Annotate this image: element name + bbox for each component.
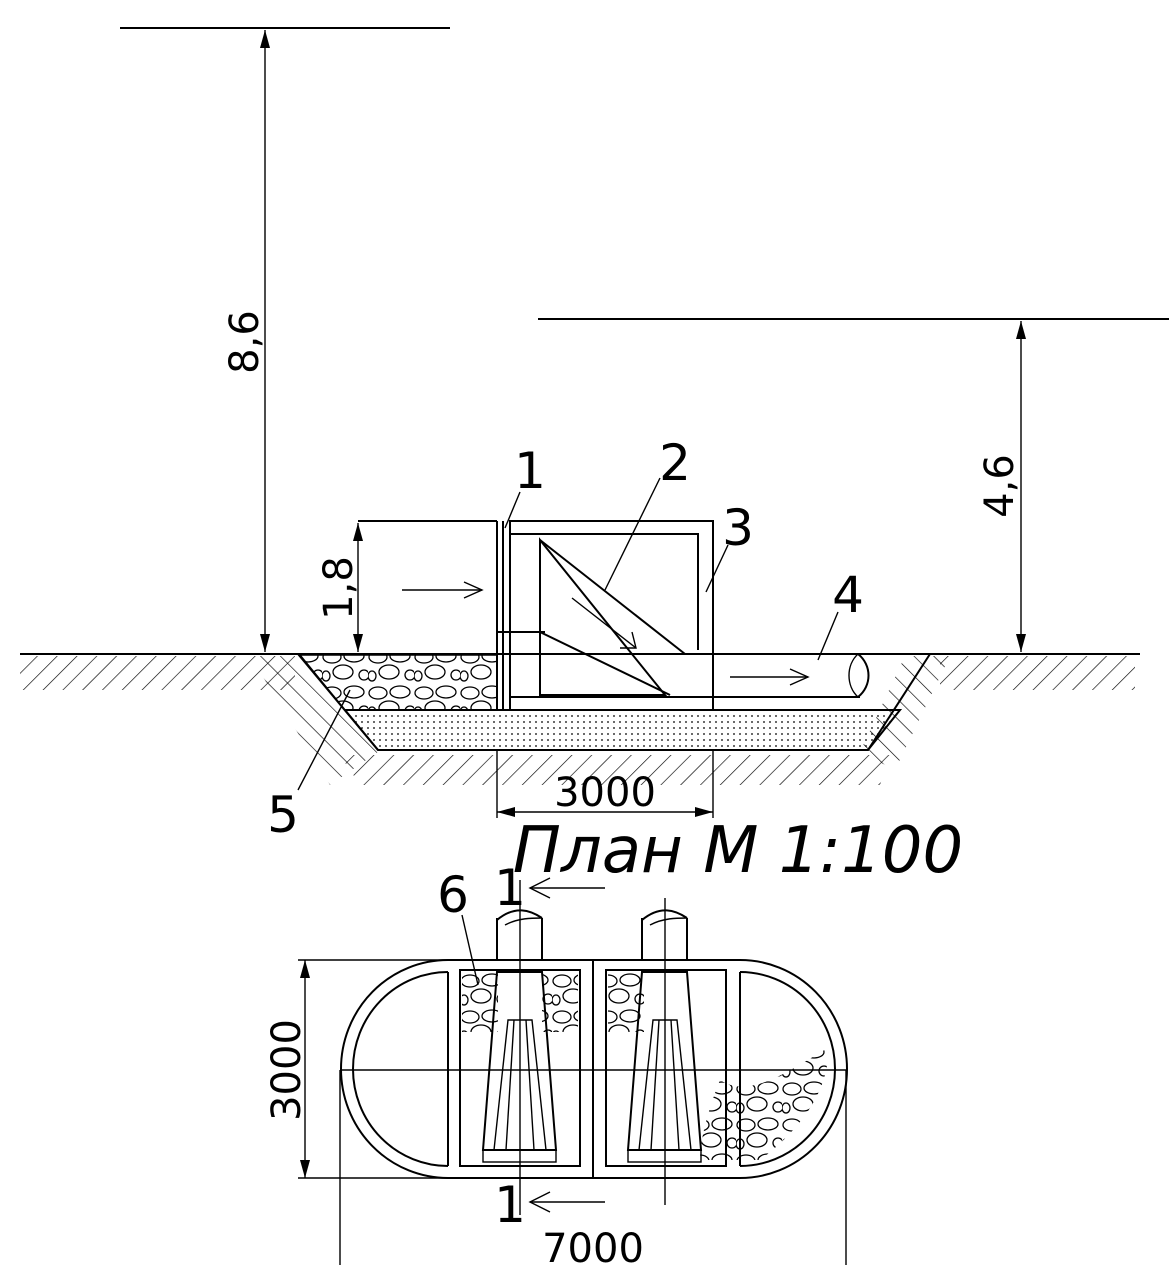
section-view: 8,6 4,6 (20, 27, 1169, 844)
dimension-plan-length: 7000 (339, 1070, 847, 1265)
callout-4-label: 4 (832, 566, 864, 624)
soil-hatch-right (940, 656, 1135, 690)
dim-wall-height-label: 1,8 (316, 556, 362, 620)
dimension-plan-width: 3000 (264, 959, 448, 1179)
section-marker-top: 1 (494, 859, 605, 917)
section-marker-bottom-label: 1 (494, 1176, 526, 1234)
plan-stone-fill-4 (700, 1048, 829, 1160)
soil-hatch-slope-left (250, 656, 378, 785)
dim-plan-width-label: 3000 (264, 1019, 310, 1121)
dim-height-right-label: 4,6 (977, 454, 1023, 518)
callout-1: 1 (504, 442, 546, 529)
callout-1-label: 1 (514, 442, 546, 500)
soil-hatch-slope-right (860, 656, 950, 770)
plan-deflector-left (481, 971, 558, 1163)
dim-plan-length-label: 7000 (542, 1226, 644, 1265)
inclined-deflector (539, 537, 668, 696)
callout-5-label: 5 (267, 786, 299, 844)
plan-stone-fill-1 (462, 972, 498, 1032)
callout-6: 6 (437, 866, 479, 986)
plan-pipe-left (496, 909, 543, 960)
soil-hatch-bottom (340, 755, 890, 785)
dim-height-left-label: 8,6 (222, 310, 268, 374)
plan-outer-outline (340, 959, 848, 1179)
soil-hatch-left (20, 656, 295, 690)
dimension-height-right: 4,6 (977, 321, 1026, 652)
plan-deflector-right (626, 971, 703, 1163)
callout-3: 3 (705, 499, 754, 593)
plan-stone-fill-2 (542, 972, 578, 1032)
compartment-right (605, 969, 727, 1167)
plan-right-inner-arc (739, 971, 836, 1167)
plan-title: План М 1:100 (513, 814, 963, 888)
section-marker-bottom: 1 (494, 1176, 605, 1234)
dimension-section-width: 3000 (496, 750, 714, 818)
plan-left-inner-arc (352, 971, 449, 1167)
dim-section-width-label: 3000 (554, 770, 656, 816)
sand-base (342, 709, 903, 751)
callout-4: 4 (817, 566, 864, 661)
plan-pipe-right (641, 909, 688, 960)
dimension-height-left: 8,6 (222, 30, 270, 652)
callout-5: 5 (267, 689, 351, 844)
plan-view: План М 1:100 (264, 814, 963, 1265)
callout-6-label: 6 (437, 866, 469, 924)
section-marker-top-label: 1 (494, 859, 526, 917)
tank-structure (509, 520, 714, 711)
callout-2-label: 2 (659, 434, 691, 492)
outlet-pipe (665, 653, 870, 698)
callout-2: 2 (604, 434, 691, 591)
inlet-chamber: 1,8 (316, 520, 545, 710)
callout-3-label: 3 (722, 499, 754, 557)
